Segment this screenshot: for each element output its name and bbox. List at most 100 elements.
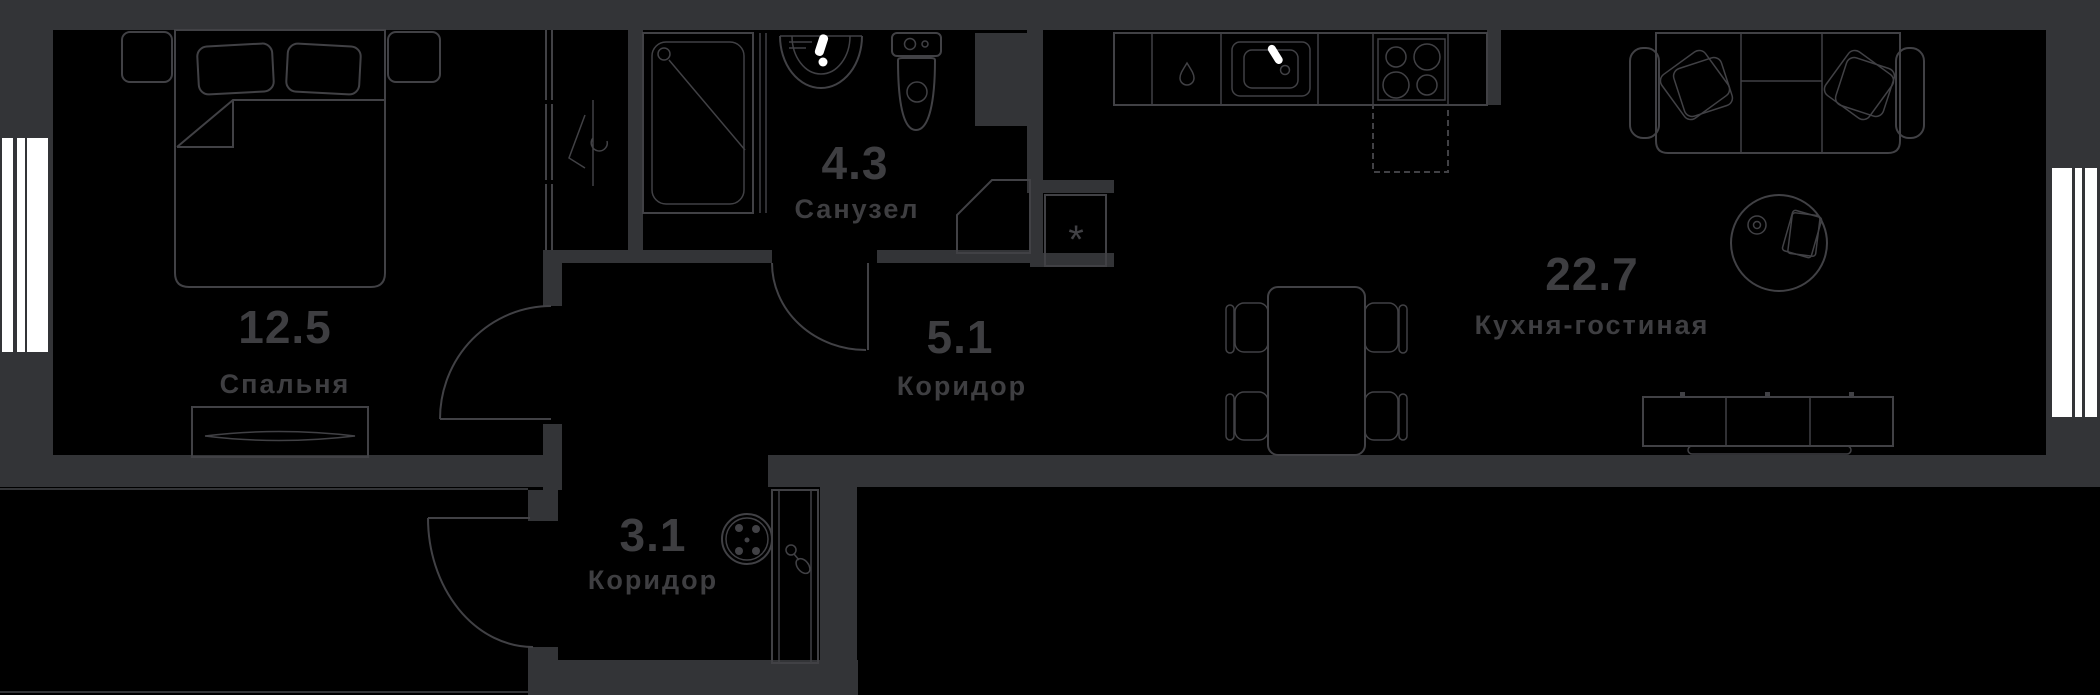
sofa-pillow-icon bbox=[1834, 56, 1896, 118]
chair-icon bbox=[1234, 391, 1269, 441]
room-area-label: 12.5 bbox=[238, 301, 332, 353]
room-name-label: Кухня-гостиная bbox=[1475, 310, 1710, 340]
room-name-label: Спальня bbox=[220, 369, 351, 399]
entrance bbox=[721, 489, 819, 664]
tv-stand-knob bbox=[1765, 392, 1770, 397]
bedroom-furniture bbox=[121, 29, 441, 458]
wall-washer-niche-top bbox=[1030, 180, 1114, 193]
entry-door-icon bbox=[771, 489, 819, 664]
shower-head-icon bbox=[657, 47, 671, 61]
burner-icon bbox=[1382, 71, 1410, 99]
faucet-dot bbox=[818, 57, 828, 67]
flush-button-icon bbox=[903, 37, 917, 51]
stove-icon bbox=[1377, 38, 1446, 101]
wall-washer-niche-bottom bbox=[1043, 253, 1114, 267]
wardrobe-sliding-doors bbox=[545, 30, 553, 250]
shower-glass bbox=[759, 33, 767, 213]
kitchen-counter bbox=[1113, 32, 1488, 106]
chair-icon bbox=[1364, 302, 1399, 353]
burner-icon bbox=[1416, 74, 1438, 96]
room-area-label: 4.3 bbox=[822, 137, 889, 189]
sofa-icon bbox=[1655, 32, 1901, 154]
nightstand-icon bbox=[387, 31, 441, 83]
pillow-icon bbox=[285, 42, 362, 96]
washer-symbol: * bbox=[1068, 218, 1084, 262]
wall-bottom-right bbox=[768, 455, 2100, 487]
peephole-dot bbox=[752, 525, 760, 533]
hanger-icon bbox=[568, 100, 608, 186]
wall-bathroom-south-west bbox=[545, 250, 772, 263]
entrance-door-arc bbox=[427, 517, 534, 648]
wall-closet-bathroom bbox=[628, 30, 643, 250]
sofa-seams bbox=[1740, 33, 1823, 153]
bed-icon bbox=[174, 29, 386, 288]
bath-cabinet-icon bbox=[956, 179, 1031, 254]
chair-back bbox=[1225, 304, 1235, 354]
window-left bbox=[2, 138, 48, 352]
counter-dividers bbox=[1151, 33, 1449, 105]
chair-icon bbox=[1234, 302, 1269, 353]
room-area-label: 22.7 bbox=[1545, 248, 1639, 300]
kitchen-sink-icon bbox=[1231, 41, 1311, 97]
wall-right-upper bbox=[2046, 30, 2100, 168]
wall-bedroom-door-stub-top bbox=[543, 250, 562, 306]
window-pane bbox=[2, 138, 13, 352]
wall-right-lower bbox=[2046, 417, 2100, 455]
peephole-dot bbox=[735, 524, 743, 532]
flush-button-icon bbox=[921, 40, 929, 48]
tv-stand-icon bbox=[1642, 396, 1894, 447]
dresser-icon bbox=[191, 406, 369, 458]
building-outline-lines bbox=[0, 488, 528, 693]
wall-bathroom-east bbox=[1027, 30, 1043, 193]
kitchen-furniture bbox=[1113, 32, 1488, 173]
wall-washer-niche-west bbox=[1030, 180, 1043, 267]
dresser-handle bbox=[204, 430, 356, 442]
window-pane bbox=[17, 138, 25, 352]
chair-back bbox=[1398, 393, 1408, 441]
wall-left-upper bbox=[0, 30, 53, 138]
bathroom-fixtures bbox=[642, 32, 1031, 254]
bathroom-door-arc bbox=[771, 262, 869, 351]
window-pane bbox=[2052, 168, 2072, 417]
room-area-label: 3.1 bbox=[620, 509, 687, 561]
sofa-pillow-icon bbox=[1659, 49, 1731, 121]
window-pane bbox=[27, 138, 48, 352]
burner-icon bbox=[1385, 46, 1407, 68]
shower-icon bbox=[642, 32, 754, 214]
wall-kitchen-pilaster bbox=[1487, 30, 1501, 105]
toilet-icon bbox=[896, 57, 937, 132]
living-furniture bbox=[1629, 32, 1925, 455]
window-pane bbox=[2085, 168, 2097, 417]
wardrobe bbox=[568, 100, 608, 186]
peephole-dot bbox=[744, 537, 750, 543]
peephole-icon bbox=[721, 513, 773, 565]
magazine-icon bbox=[1787, 212, 1821, 257]
chair-icon bbox=[1364, 391, 1399, 441]
peephole-ring bbox=[725, 517, 769, 561]
toilet-tank bbox=[891, 32, 942, 57]
bedroom-door-arc bbox=[439, 305, 552, 420]
window-right bbox=[2052, 168, 2097, 417]
room-area-label: 5.1 bbox=[927, 311, 994, 363]
wall-bottom-left bbox=[0, 455, 547, 487]
doors bbox=[427, 30, 869, 648]
window-pane bbox=[2075, 168, 2082, 417]
chair-back bbox=[1398, 304, 1408, 354]
wall-bathroom-south-east bbox=[877, 250, 1043, 263]
washer-niche: * bbox=[1044, 194, 1107, 267]
room-name-label: Санузел bbox=[794, 194, 919, 224]
wall-entry-east bbox=[820, 487, 857, 667]
wall-entry-bottom bbox=[528, 660, 858, 695]
tv-icon bbox=[1687, 445, 1852, 455]
washer-icon bbox=[1044, 194, 1107, 267]
cup-icon-inner bbox=[1752, 220, 1762, 230]
wall-bedroom-door-stub-bottom bbox=[543, 424, 562, 490]
peephole-dot bbox=[752, 547, 760, 555]
bath-sink-icon bbox=[779, 35, 863, 89]
wall-entry-west-step bbox=[528, 490, 558, 521]
chair-back bbox=[1225, 393, 1235, 441]
entry-door-panels bbox=[778, 490, 812, 663]
fridge-dashed-outline bbox=[1372, 104, 1449, 173]
